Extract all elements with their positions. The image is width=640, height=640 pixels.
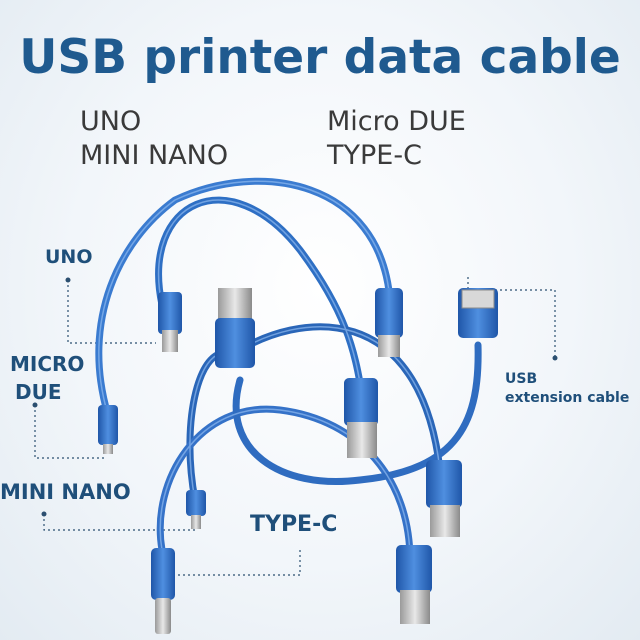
callout-usb: USB (505, 371, 538, 387)
plug-usb-a-3 (344, 378, 378, 458)
model-label-mini-nano: MINI NANO (80, 140, 229, 171)
callout-micro: MICRO (10, 352, 85, 376)
callout-extension-cable: extension cable (505, 390, 630, 406)
page-title: USB printer data cable (19, 30, 621, 85)
leader-line-micro-due (34, 405, 104, 459)
plug-usb-b (158, 292, 182, 352)
plug-usb-a-5 (396, 545, 432, 624)
callout-mini-nano: MINI NANO (0, 480, 131, 504)
cable-extension (232, 341, 482, 485)
callout-type-c: TYPE-C (250, 512, 338, 537)
leader-dot-mini (41, 511, 47, 517)
plug-type-c (151, 548, 175, 634)
model-label-type-c: TYPE-C (327, 140, 422, 171)
plug-usb-a-female (458, 288, 498, 338)
model-label-micro-due: Micro DUE (327, 106, 466, 137)
leader-dot-micro (32, 402, 38, 408)
plug-micro-usb (98, 405, 118, 454)
leader-line-extension (467, 277, 556, 358)
plug-usb-a-4 (426, 460, 462, 537)
leader-line-mini-nano (43, 514, 196, 531)
leader-dot-uno (65, 277, 71, 283)
leader-line-uno (67, 280, 156, 344)
plug-mini-usb (186, 490, 206, 529)
plug-usb-a-2 (375, 288, 403, 357)
plug-usb-a-1 (215, 288, 255, 368)
leader-dot-extension (552, 355, 558, 361)
model-label-uno: UNO (80, 106, 142, 137)
callout-due: DUE (15, 380, 62, 404)
callout-uno: UNO (45, 246, 93, 268)
leader-line-type-c (170, 550, 301, 576)
